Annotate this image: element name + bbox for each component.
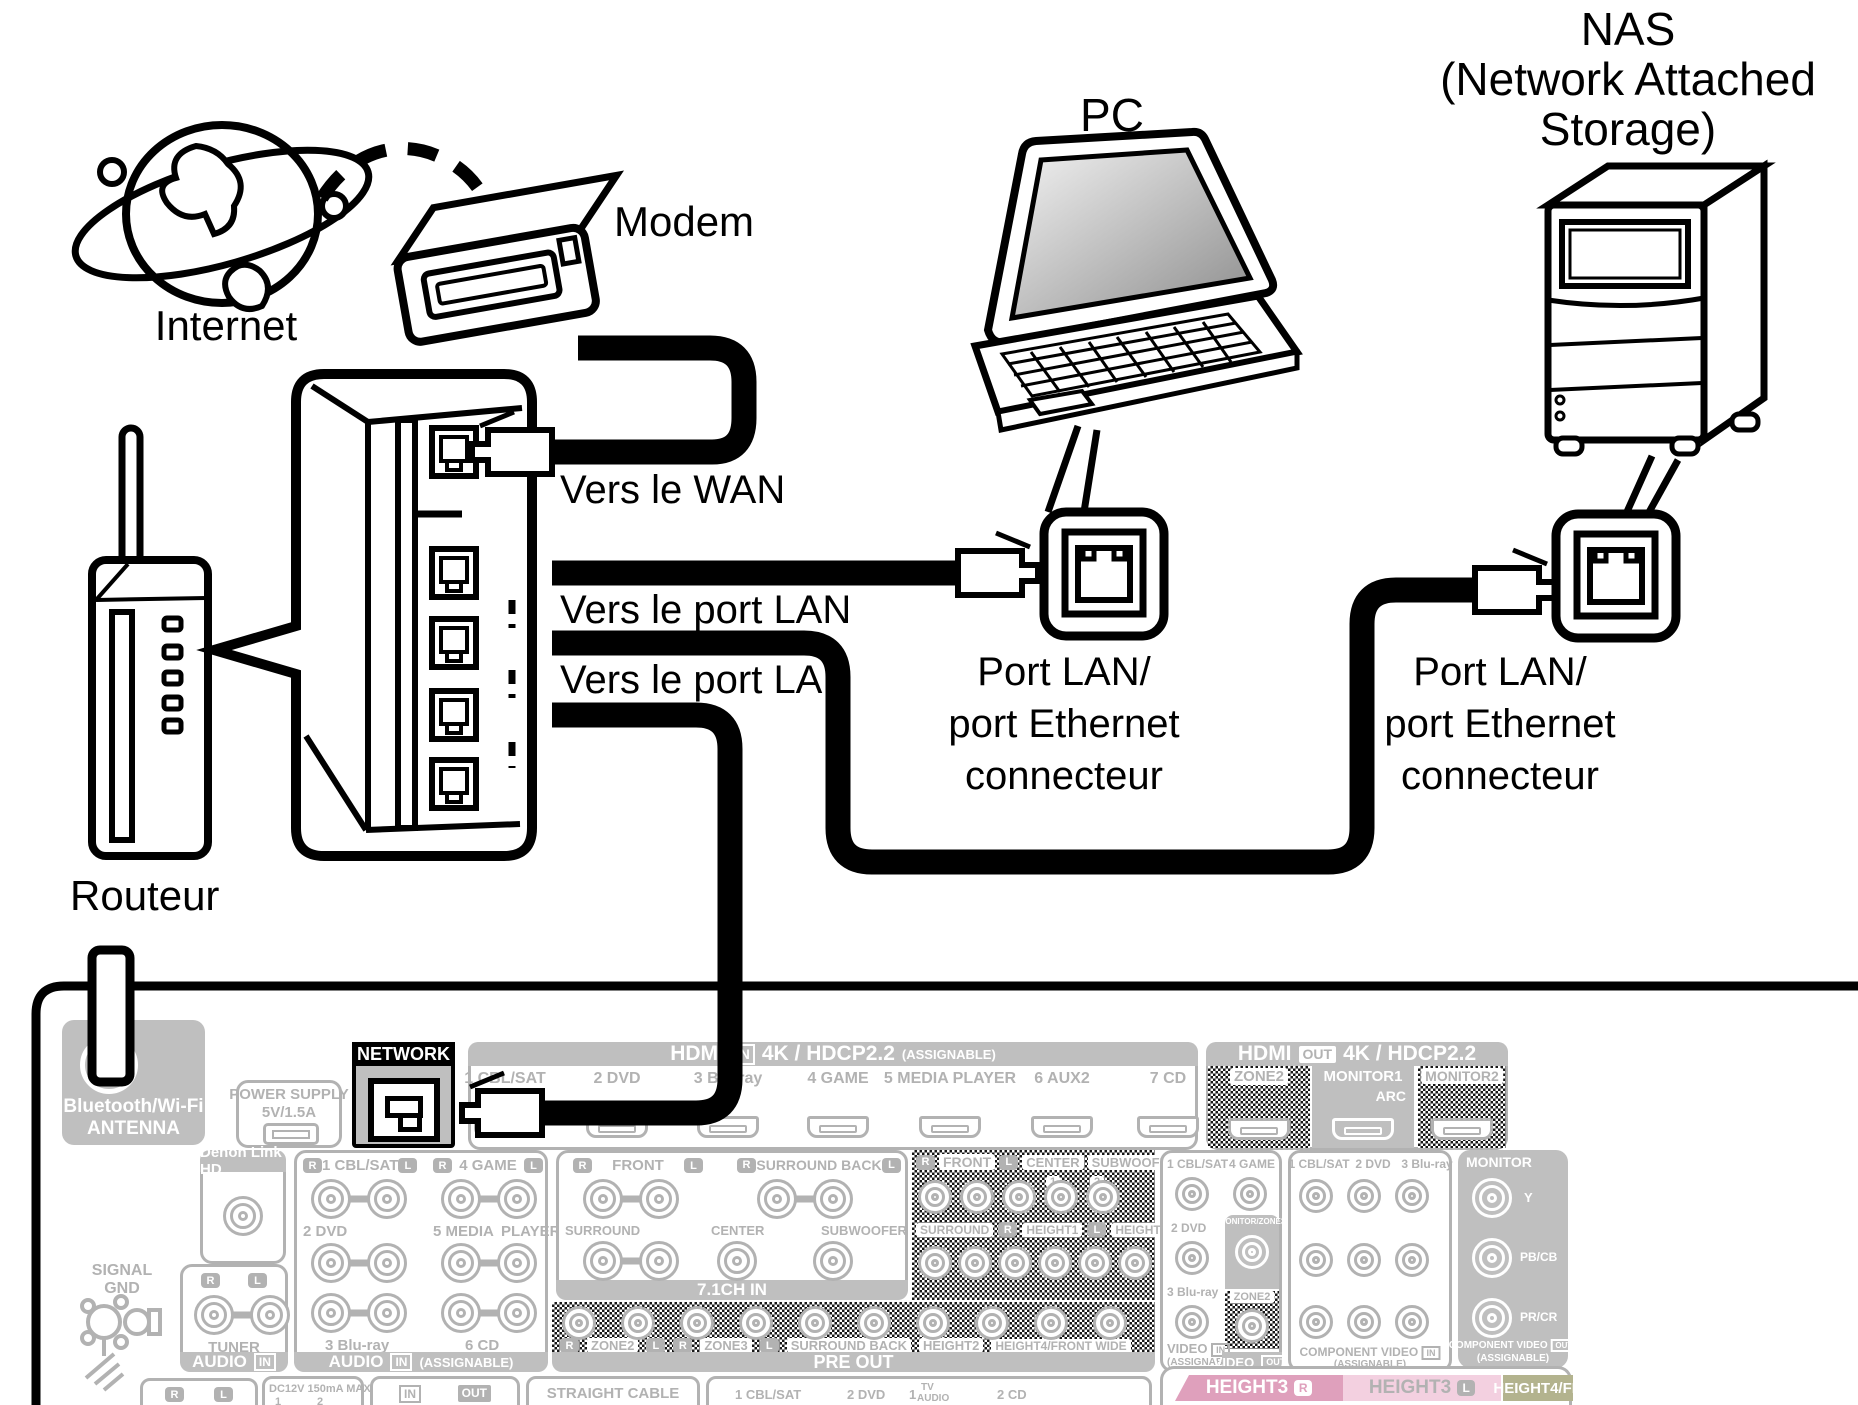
rca-jack[interactable] [1347, 1179, 1381, 1213]
rca-jack[interactable] [1118, 1246, 1152, 1280]
rca-jack[interactable] [918, 1246, 952, 1280]
rca-jack[interactable] [813, 1179, 853, 1219]
rca-jack[interactable] [1233, 1177, 1267, 1211]
rca-jack[interactable] [757, 1179, 797, 1219]
rca-jack[interactable] [739, 1306, 773, 1340]
rca-jack[interactable] [311, 1179, 351, 1219]
rca-jack[interactable] [1044, 1180, 1078, 1214]
rca-jack[interactable] [1235, 1309, 1269, 1343]
rca-jack[interactable] [1299, 1305, 1333, 1339]
rca-jack[interactable] [1395, 1243, 1429, 1277]
rca-jack[interactable] [798, 1306, 832, 1340]
nas-port-label-3: connecteur [1401, 754, 1599, 798]
pc-port-label-3: connecteur [965, 754, 1163, 798]
rca-jack[interactable] [813, 1241, 853, 1281]
rca-jack[interactable] [1093, 1306, 1127, 1340]
internet-label: Internet [154, 302, 298, 349]
to-lan-label-1: Vers le port LAN [560, 588, 852, 632]
rca-jack[interactable] [311, 1293, 351, 1333]
to-wan-label: Vers le WAN [560, 468, 786, 512]
rca-jack[interactable] [497, 1293, 537, 1333]
pc-port-label-1: Port LAN/ [977, 650, 1151, 694]
rca-jack[interactable] [717, 1241, 757, 1281]
rca-jack[interactable] [1299, 1243, 1333, 1277]
rca-jack[interactable] [1078, 1246, 1112, 1280]
tuner-jack-l[interactable] [250, 1295, 290, 1335]
rca-jack[interactable] [1347, 1305, 1381, 1339]
rca-jack[interactable] [583, 1179, 623, 1219]
rca-jack[interactable] [639, 1241, 679, 1281]
rca-jack[interactable] [367, 1243, 407, 1283]
nas-port-label-1: Port LAN/ [1413, 650, 1587, 694]
rca-jack[interactable] [1395, 1179, 1429, 1213]
rca-jack[interactable] [918, 1180, 952, 1214]
rca-jack[interactable] [311, 1243, 351, 1283]
rca-jack[interactable] [1175, 1241, 1209, 1275]
rca-jack[interactable] [562, 1306, 596, 1340]
nas-label-1: NAS [1580, 3, 1676, 55]
rca-jack[interactable] [1002, 1180, 1036, 1214]
rca-jack[interactable] [1299, 1179, 1333, 1213]
rca-jack[interactable] [441, 1293, 481, 1333]
rca-jack[interactable] [497, 1243, 537, 1283]
rca-jack[interactable] [975, 1306, 1009, 1340]
rca-jack[interactable] [1395, 1305, 1429, 1339]
pc-label: PC [1080, 89, 1144, 141]
rca-jack[interactable] [1472, 1238, 1512, 1278]
rca-jack[interactable] [497, 1179, 537, 1219]
rca-jack[interactable] [1034, 1306, 1068, 1340]
rca-jack[interactable] [367, 1179, 407, 1219]
rca-jack[interactable] [441, 1243, 481, 1283]
rca-jack[interactable] [621, 1306, 655, 1340]
rca-jack[interactable] [583, 1241, 623, 1281]
rca-jack[interactable] [1347, 1243, 1381, 1277]
nas-port-label-2: port Ethernet [1384, 702, 1616, 746]
rca-jack[interactable] [639, 1179, 679, 1219]
rca-jack[interactable] [1472, 1178, 1512, 1218]
rca-jack[interactable] [1235, 1235, 1269, 1269]
rca-jack[interactable] [960, 1180, 994, 1214]
tuner-jack-r[interactable] [194, 1295, 234, 1335]
rca-jack[interactable] [680, 1306, 714, 1340]
to-lan-label-2: Vers le port LAN [560, 658, 852, 702]
rca-jack[interactable] [1472, 1298, 1512, 1338]
rca-jack[interactable] [441, 1179, 481, 1219]
rca-jack[interactable] [857, 1306, 891, 1340]
rca-jack[interactable] [1086, 1180, 1120, 1214]
rca-jack[interactable] [916, 1306, 950, 1340]
rca-jack[interactable] [1175, 1177, 1209, 1211]
denon-link-jack[interactable] [223, 1196, 263, 1236]
pc-port-label-2: port Ethernet [948, 702, 1180, 746]
rca-jack[interactable] [998, 1246, 1032, 1280]
rca-jack[interactable] [1175, 1305, 1209, 1339]
modem-label: Modem [614, 198, 755, 245]
router-label: Routeur [70, 872, 220, 919]
rca-jack[interactable] [367, 1293, 407, 1333]
rca-jack[interactable] [1038, 1246, 1072, 1280]
nas-label-2: (Network Attached [1440, 53, 1816, 105]
nas-label-3: Storage) [1539, 103, 1717, 155]
rca-jack[interactable] [958, 1246, 992, 1280]
